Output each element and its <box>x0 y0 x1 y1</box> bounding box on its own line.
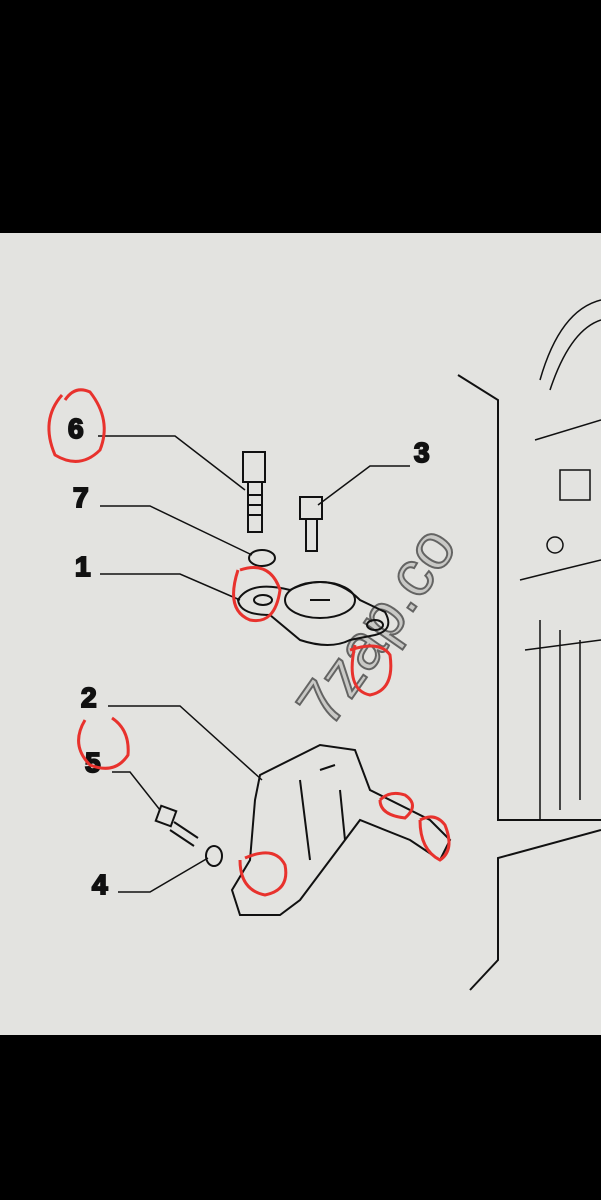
section-divider <box>457 374 601 821</box>
washer-7 <box>248 549 276 567</box>
bolt-3 <box>299 496 323 552</box>
monitor-screen <box>0 233 601 1035</box>
callout-1: 1 <box>75 551 91 582</box>
red-marker-circles <box>47 388 451 897</box>
watermark: 7zap.co <box>282 513 470 738</box>
leader-lines <box>98 435 410 893</box>
callout-5: 5 <box>85 747 101 778</box>
section-divider-lower <box>469 829 601 991</box>
callout-3: 3 <box>414 437 430 468</box>
callout-7: 7 <box>73 482 89 513</box>
washer-4 <box>205 845 223 867</box>
callout-6: 6 <box>68 413 84 444</box>
bolt-6 <box>242 451 266 533</box>
bracket-2 <box>230 743 452 916</box>
callout-2: 2 <box>81 682 97 713</box>
bolt-5 <box>154 804 199 847</box>
callout-4: 4 <box>92 869 108 900</box>
engine-drawing <box>519 299 601 820</box>
